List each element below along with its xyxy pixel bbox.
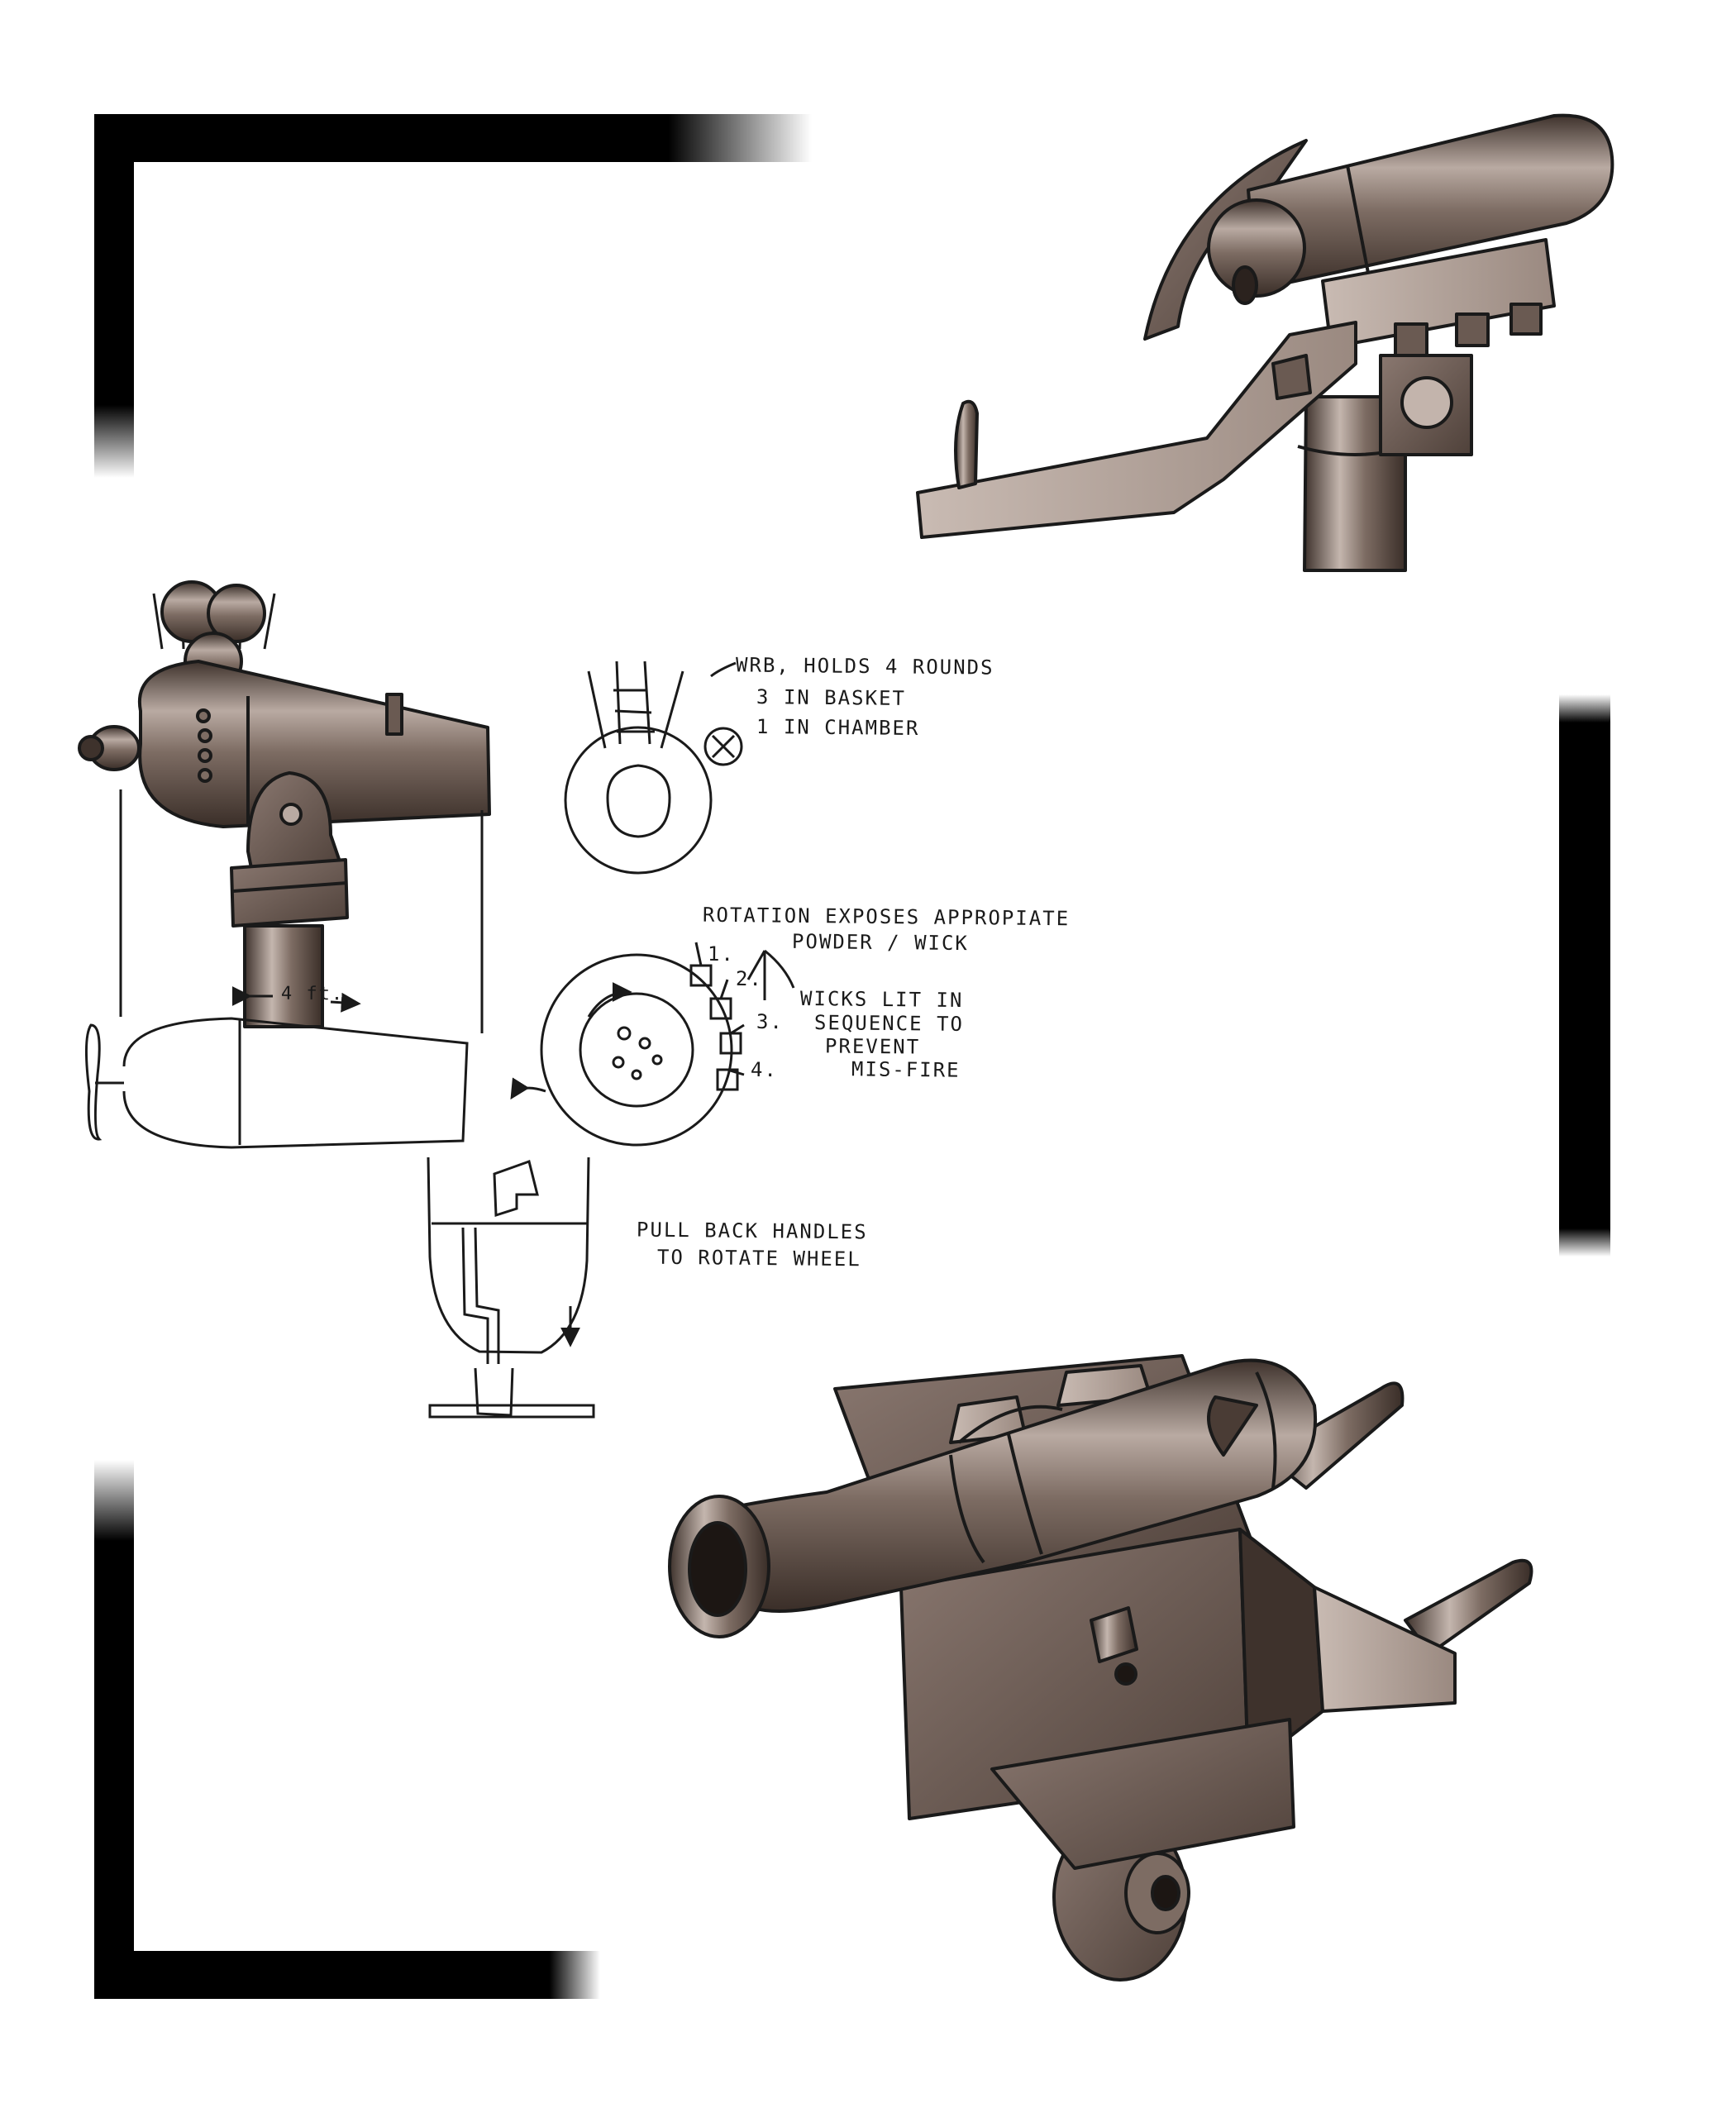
- wick-number-2: 2.: [735, 966, 764, 991]
- basket-mechanism-diagram: [564, 661, 743, 875]
- wicks-note-line4: MIS-FIRE: [851, 1057, 961, 1082]
- handle-mechanism-diagram: [427, 1157, 595, 1419]
- side-view-cannon-illustration: [78, 580, 491, 1028]
- handles-note-line2: TO ROTATE WHEEL: [656, 1245, 861, 1271]
- handles-note-line1: PULL BACK HANDLES: [636, 1218, 868, 1244]
- rotation-note-line1: ROTATION EXPOSES APPROPIATE: [702, 903, 1071, 931]
- wick-number-4: 4.: [750, 1057, 779, 1082]
- frame-bracket-bottom-left: [94, 1460, 600, 1999]
- wick-number-3: 3.: [756, 1009, 785, 1034]
- top-view-outline: [84, 789, 484, 1149]
- basket-note-line1: WRB, HOLDS 4 ROUNDS: [735, 653, 994, 680]
- basket-note-line2: 3 IN BASKET: [756, 685, 907, 710]
- basket-note-line3: 1 IN CHAMBER: [756, 714, 920, 741]
- rotating-wheel-diagram: [510, 942, 795, 1147]
- frame-bracket-top-left: [94, 114, 812, 478]
- carriage-cannon-illustration: [668, 1354, 1533, 1982]
- rotation-note-line2: POWDER / WICK: [791, 929, 969, 956]
- wicks-note-line1: WICKS LIT IN: [799, 986, 964, 1013]
- wick-number-1: 1.: [707, 942, 736, 966]
- frame-bracket-right: [1559, 694, 1610, 1257]
- wicks-note-line3: PREVENT: [824, 1034, 921, 1059]
- dimension-label: 4 ft.: [280, 983, 345, 1005]
- wicks-note-line2: SEQUENCE TO: [813, 1011, 965, 1036]
- mounted-cannon-illustration: [916, 113, 1614, 572]
